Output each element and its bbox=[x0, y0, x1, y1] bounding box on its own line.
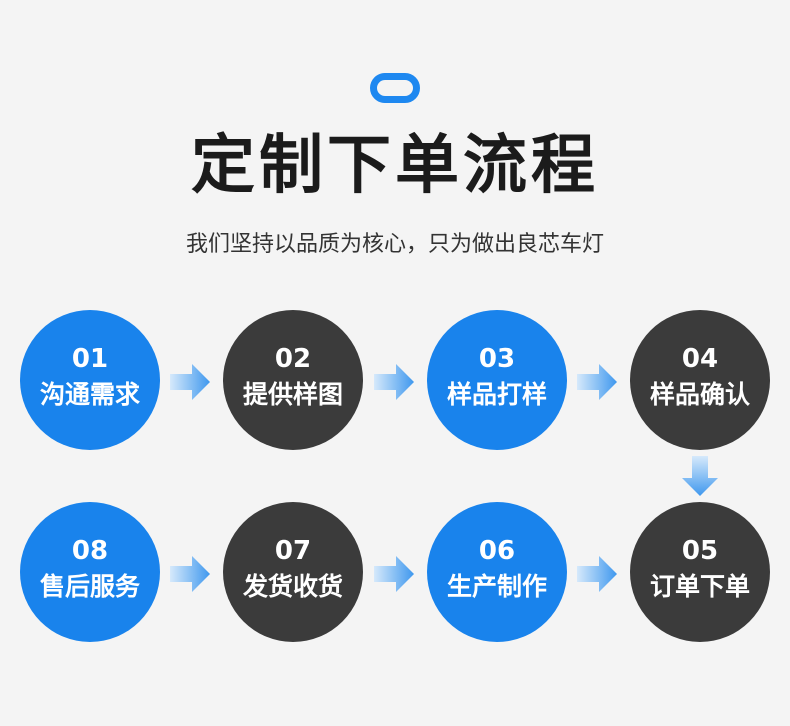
step-06: 06 生产制作 bbox=[427, 502, 567, 642]
step-number: 03 bbox=[478, 344, 516, 374]
step-08: 08 售后服务 bbox=[20, 502, 160, 642]
step-label: 订单下单 bbox=[649, 572, 750, 601]
page-subtitle: 我们坚持以品质为核心，只为做出良芯车灯 bbox=[185, 232, 604, 257]
arrow-down-icon bbox=[682, 456, 718, 496]
step-number: 04 bbox=[681, 344, 719, 374]
step-number: 02 bbox=[274, 344, 312, 374]
arrow-right-icon bbox=[374, 364, 414, 400]
step-07: 07 发货收货 bbox=[223, 502, 363, 642]
step-label: 样品打样 bbox=[446, 380, 547, 409]
step-number: 05 bbox=[681, 536, 719, 566]
step-03: 03 样品打样 bbox=[427, 310, 567, 450]
step-label: 样品确认 bbox=[649, 380, 750, 409]
step-05: 05 订单下单 bbox=[630, 502, 770, 642]
step-number: 06 bbox=[478, 536, 516, 566]
step-label: 提供样图 bbox=[242, 380, 343, 409]
step-02: 02 提供样图 bbox=[223, 310, 363, 450]
arrow-right-icon bbox=[170, 556, 210, 592]
step-number: 08 bbox=[71, 536, 109, 566]
step-label: 沟通需求 bbox=[39, 380, 140, 409]
arrow-right-icon bbox=[374, 556, 414, 592]
arrow-right-icon bbox=[577, 556, 617, 592]
arrow-right-icon bbox=[577, 364, 617, 400]
arrow-right-icon bbox=[170, 364, 210, 400]
step-label: 生产制作 bbox=[446, 572, 547, 601]
decorative-pill-icon bbox=[370, 73, 420, 103]
step-number: 07 bbox=[274, 536, 312, 566]
step-number: 01 bbox=[71, 344, 109, 374]
step-04: 04 样品确认 bbox=[630, 310, 770, 450]
step-label: 发货收货 bbox=[242, 572, 343, 601]
step-01: 01 沟通需求 bbox=[20, 310, 160, 450]
page-title: 定制下单流程 bbox=[191, 129, 599, 203]
step-label: 售后服务 bbox=[39, 572, 140, 601]
